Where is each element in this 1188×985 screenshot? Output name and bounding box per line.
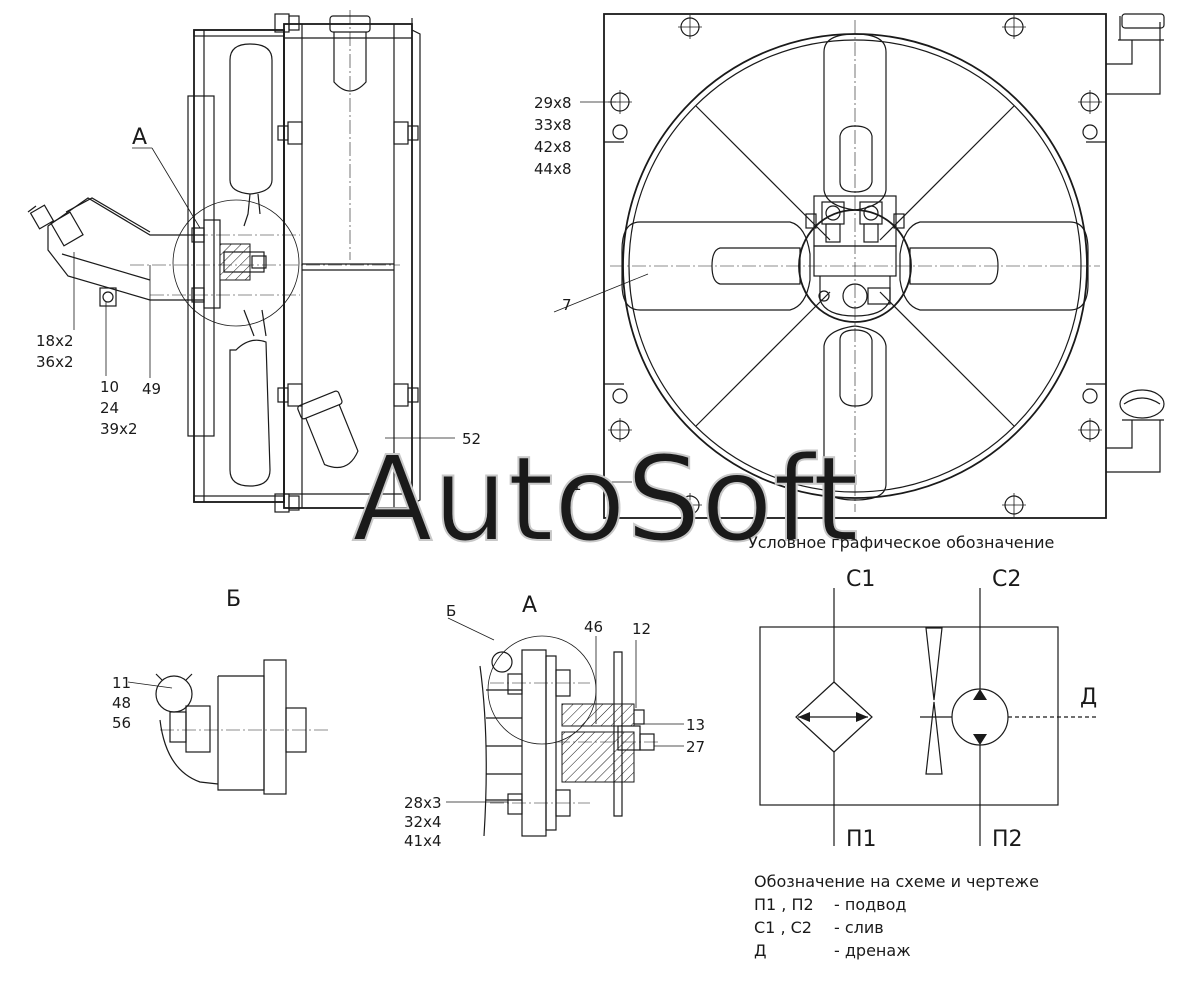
symbol-labels: Условное графическое обозначение С1 С2 П… (748, 533, 1097, 852)
callout-24: 24 (100, 399, 119, 417)
callout-42x8: 42x8 (534, 138, 572, 156)
legend-desc-2: - слив (834, 918, 884, 937)
legend-key-3: Д (754, 941, 767, 960)
front-view (553, 13, 1165, 519)
callout-11: 11 (112, 674, 131, 692)
port-c2: С2 (992, 567, 1021, 592)
label-A: А (132, 125, 147, 150)
callout-36x2: 36x2 (36, 353, 74, 371)
callout-10: 10 (100, 378, 119, 396)
front-view-labels: 29x8 33x8 42x8 44x8 7 1 (534, 94, 582, 494)
callout-28x3: 28x3 (404, 794, 442, 812)
port-p2: П2 (992, 827, 1023, 852)
detail-A-circle (172, 199, 300, 327)
callout-52: 52 (462, 430, 481, 448)
callout-39x2: 39x2 (100, 420, 138, 438)
detail-B-title: Б (226, 587, 241, 612)
callout-49: 49 (142, 380, 161, 398)
port-c1: С1 (846, 567, 875, 592)
callout-56: 56 (112, 714, 131, 732)
detail-A-title: А (522, 593, 537, 618)
side-view (27, 10, 455, 515)
side-view-labels: А 18x2 36x2 10 24 39x2 49 52 (36, 125, 481, 448)
legend-desc-1: - подвод (834, 895, 906, 914)
detail-B-view (127, 659, 330, 795)
callout-29x8: 29x8 (534, 94, 572, 112)
callout-12: 12 (632, 620, 651, 638)
callout-27: 27 (686, 738, 705, 756)
detail-A-view (446, 617, 684, 837)
legend-key-2: С1 , С2 (754, 918, 812, 937)
callout-44x8: 44x8 (534, 160, 572, 178)
callout-48: 48 (112, 694, 131, 712)
legend-title: Обозначение на схеме и чертеже (754, 872, 1039, 891)
port-p1: П1 (846, 827, 877, 852)
port-d: Д (1080, 685, 1097, 710)
callout-13: 13 (686, 716, 705, 734)
hydraulic-symbol (759, 588, 1098, 846)
callout-7: 7 (562, 296, 572, 314)
legend-key-1: П1 , П2 (754, 895, 814, 914)
callout-32x4: 32x4 (404, 813, 442, 831)
watermark: AutoSoft (352, 430, 859, 568)
legend-desc-3: - дренаж (834, 941, 911, 960)
callout-18x2: 18x2 (36, 332, 74, 350)
symbol-title: Условное графическое обозначение (748, 533, 1054, 552)
callout-1: 1 (572, 476, 582, 494)
callout-33x8: 33x8 (534, 116, 572, 134)
callout-41x4: 41x4 (404, 832, 442, 850)
label-B: Б (446, 602, 456, 620)
detail-B-labels: Б 11 48 56 (112, 587, 241, 732)
radiator-bolts (274, 13, 419, 513)
callout-46: 46 (584, 618, 603, 636)
legend: Обозначение на схеме и чертеже П1 , П2 -… (754, 872, 1039, 960)
detail-A-labels: А Б 46 12 13 27 28x3 32x4 41x4 (404, 593, 705, 850)
